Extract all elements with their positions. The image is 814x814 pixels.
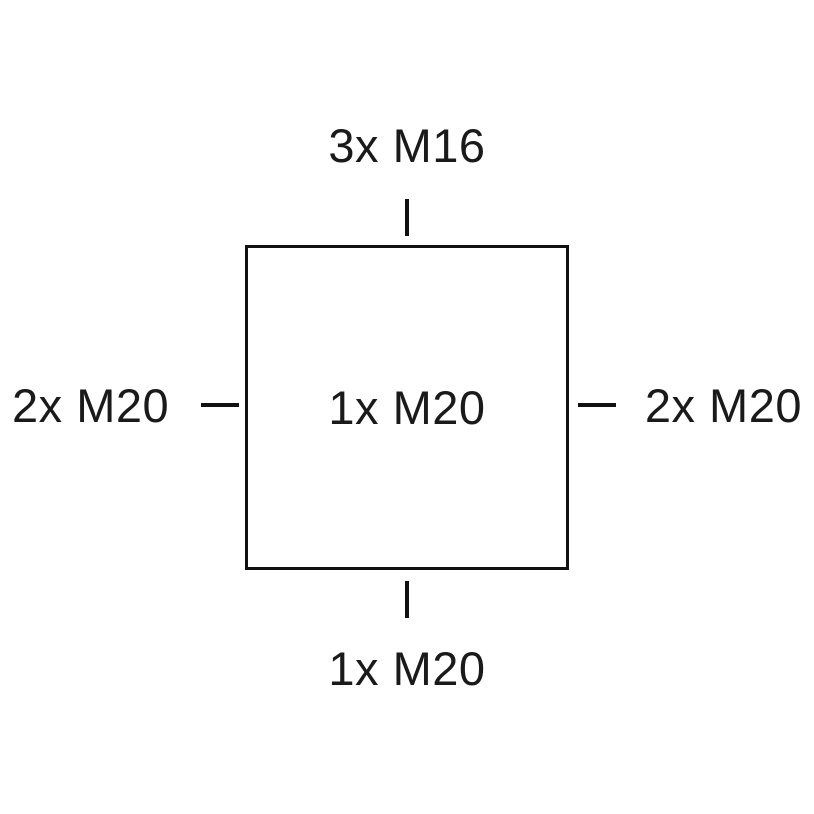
label-left-gland-count: 2x M20 [12, 379, 170, 432]
label-bottom-gland-count: 1x M20 [328, 642, 486, 695]
connector-tick-right [578, 403, 616, 407]
label-center-gland-count: 1x M20 [328, 381, 486, 434]
connector-tick-top [405, 199, 409, 236]
connector-tick-left [201, 403, 239, 407]
label-right-gland-count: 2x M20 [644, 379, 802, 432]
enclosure-box [245, 245, 569, 570]
connector-tick-bottom [405, 581, 409, 618]
label-top-gland-count: 3x M16 [328, 119, 486, 172]
